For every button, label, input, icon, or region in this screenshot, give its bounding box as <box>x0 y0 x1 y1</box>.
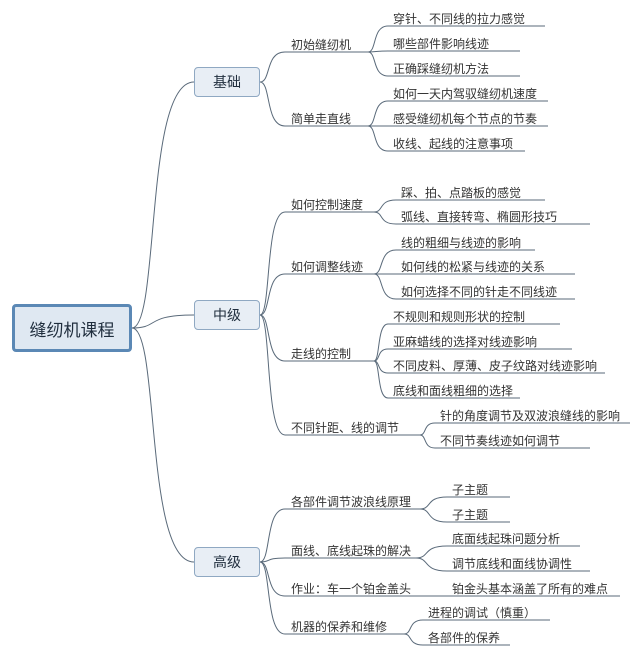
connector-l2-4-l3-1 <box>373 348 389 362</box>
connector-l2-10-l3-0 <box>403 619 424 635</box>
connector-l2-10-l3-1 <box>403 633 424 646</box>
subtopic-0-1-0[interactable]: 如何一天内驾驭缝纫机速度 <box>393 87 538 101</box>
connector-l2-0-l3-0 <box>367 25 389 53</box>
connector-root-advanced <box>131 327 195 563</box>
topic-speed-control[interactable]: 如何控制速度 <box>291 198 364 212</box>
connector-l2-1-l3-2 <box>367 125 389 152</box>
connector-l1-2-l2-0 <box>259 508 286 563</box>
subtopic-1-1-0[interactable]: 线的粗细与线迹的影响 <box>401 236 522 250</box>
connector-l2-7-l3-1 <box>419 508 448 523</box>
connector-l2-4-l3-0 <box>373 323 389 362</box>
subtopic-0-0-0[interactable]: 穿针、不同线的拉力感觉 <box>393 12 526 26</box>
topic-straight-line[interactable]: 简单走直线 <box>291 112 352 126</box>
connector-l1-2-l2-3 <box>259 561 286 635</box>
subtopic-1-0-1[interactable]: 弧线、直接转弯、椭圆形技巧 <box>401 210 558 224</box>
subtopic-0-1-2[interactable]: 收线、起线的注意事项 <box>393 137 514 151</box>
connector-l2-2-l3-0 <box>373 199 397 213</box>
connector-l1-1-l2-2 <box>259 314 286 362</box>
subtopic-1-1-2[interactable]: 如何选择不同的针走不同线迹 <box>401 285 558 299</box>
connector-l1-2-l2-1 <box>259 557 286 563</box>
branch-basic[interactable]: 基础 <box>194 67 260 97</box>
connector-l1-1-l2-3 <box>259 314 286 436</box>
subtopic-1-2-3[interactable]: 底线和面线粗细的选择 <box>393 384 514 398</box>
connector-l1-0-l2-1 <box>259 81 286 127</box>
subtopic-2-2-0[interactable]: 铂金头基本涵盖了所有的难点 <box>452 582 609 596</box>
connector-l1-1-l2-0 <box>259 211 286 316</box>
topic-intro-machine[interactable]: 初始缝纫机 <box>291 38 352 52</box>
subtopic-2-1-0[interactable]: 底面线起珠问题分析 <box>452 532 561 546</box>
subtopic-0-1-1[interactable]: 感受缝纫机每个节点的节奏 <box>393 112 538 126</box>
connector-l2-8-l3-0 <box>415 545 448 559</box>
subtopic-1-3-0[interactable]: 针的角度调节及双波浪缝线的影响 <box>440 409 621 423</box>
topic-line-control[interactable]: 走线的控制 <box>291 347 352 361</box>
subtopic-2-1-1[interactable]: 调节底线和面线协调性 <box>452 557 573 571</box>
connector-root-basic <box>131 81 195 329</box>
subtopic-1-2-1[interactable]: 亚麻蜡线的选择对线迹影响 <box>393 335 538 349</box>
connector-l2-2-l3-1 <box>373 211 397 225</box>
subtopic-1-1-1[interactable]: 如何线的松紧与线迹的关系 <box>401 260 546 274</box>
connector-l1-1-l2-1 <box>259 273 286 316</box>
subtopic-1-2-0[interactable]: 不规则和规则形状的控制 <box>393 310 526 324</box>
connector-l1-2-l2-2 <box>259 561 286 597</box>
subtopic-2-3-0[interactable]: 进程的调试（慎重） <box>428 606 537 620</box>
connector-l2-3-l3-2 <box>373 273 397 300</box>
branch-intermediate[interactable]: 中级 <box>194 300 260 330</box>
connector-l2-6-l3-1 <box>419 434 436 449</box>
connector-l2-6-l3-0 <box>419 422 436 436</box>
subtopic-2-0-0[interactable]: 子主题 <box>452 483 489 497</box>
branch-advanced[interactable]: 高级 <box>194 547 260 577</box>
topic-wave-principle[interactable]: 各部件调节波浪线原理 <box>291 495 412 509</box>
root-topic[interactable]: 缝纫机课程 <box>12 304 132 352</box>
connector-l2-7-l3-0 <box>419 496 448 510</box>
connector-l2-3-l3-0 <box>373 249 397 275</box>
subtopic-1-2-2[interactable]: 不同皮料、厚薄、皮子纹路对线迹影响 <box>393 359 598 373</box>
connector-l2-5-l3-0 <box>373 360 389 399</box>
topic-maintenance[interactable]: 机器的保养和维修 <box>291 620 388 634</box>
subtopic-1-3-1[interactable]: 不同节奏线迹如何调节 <box>440 434 561 448</box>
connector-l2-1-l3-0 <box>367 100 389 127</box>
connector-root-intermediate <box>131 314 195 329</box>
connector-l1-0-l2-0 <box>259 51 286 83</box>
subtopic-0-0-2[interactable]: 正确踩缝纫机方法 <box>393 62 490 76</box>
subtopic-2-3-1[interactable]: 各部件的保养 <box>428 631 501 645</box>
topic-stitch-length[interactable]: 不同针距、线的调节 <box>291 421 400 435</box>
subtopic-0-0-1[interactable]: 哪些部件影响线迹 <box>393 37 490 51</box>
topic-pilling-fix[interactable]: 面线、底线起珠的解决 <box>291 544 412 558</box>
subtopic-2-0-1[interactable]: 子主题 <box>452 508 489 522</box>
topic-homework[interactable]: 作业：车一个铂金盖头 <box>291 582 412 596</box>
topic-stitch-adjust[interactable]: 如何调整线迹 <box>291 260 364 274</box>
connector-l2-8-l3-1 <box>415 557 448 572</box>
subtopic-1-0-0[interactable]: 踩、拍、点踏板的感觉 <box>401 186 522 200</box>
connector-l2-0-l3-2 <box>367 51 389 77</box>
